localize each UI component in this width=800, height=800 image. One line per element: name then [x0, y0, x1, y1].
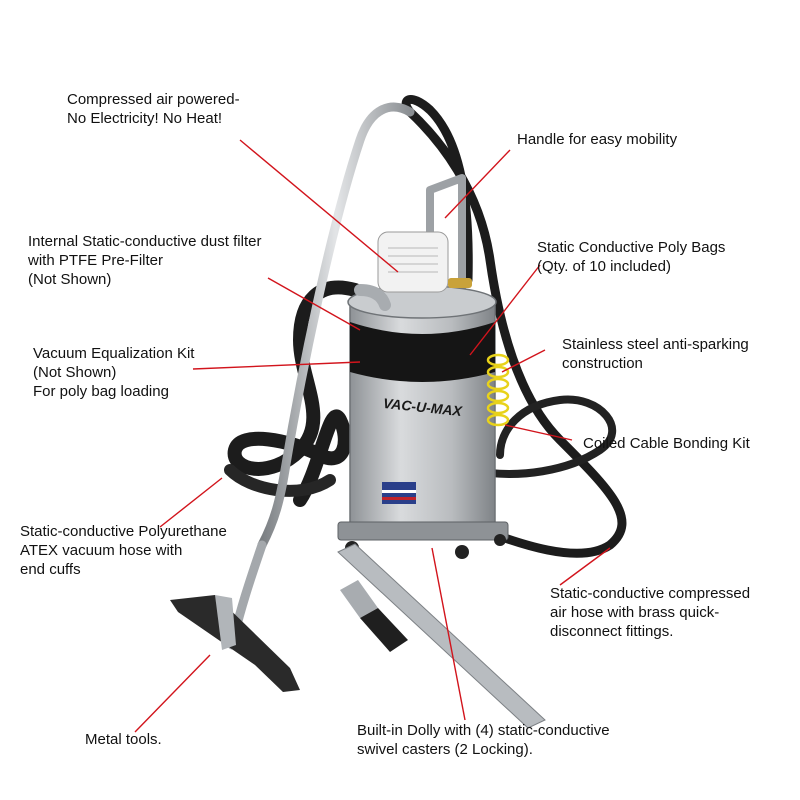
callout-line: Built-in Dolly with (4) static-conductiv…: [357, 722, 610, 739]
caster: [455, 545, 469, 559]
callout-line: Stainless steel anti-sparking: [562, 336, 749, 353]
callout-airhose: Static-conductive compressed air hose wi…: [550, 584, 750, 641]
callout-line: disconnect fittings.: [550, 623, 674, 640]
callout-line: No Electricity! No Heat!: [67, 110, 223, 127]
poly-bag-band: [350, 322, 495, 382]
callout-line: (Not Shown): [33, 364, 117, 381]
vacuum-hose: [227, 280, 362, 507]
callout-line: For poly bag loading: [33, 383, 169, 400]
callout-line: Coiled Cable Bonding Kit: [583, 435, 750, 452]
floor-tool: [170, 595, 300, 692]
callout-steel: Stainless steel anti-sparking constructi…: [562, 335, 749, 373]
callout-line: swivel casters (2 Locking).: [357, 741, 533, 758]
inlet-elbow: [354, 284, 391, 311]
filter-vents: [388, 247, 438, 273]
callout-line: Static Conductive Poly Bags: [537, 239, 726, 256]
callout-line: Internal Static-conductive dust filter: [28, 233, 262, 250]
callout-power: Compressed air powered- No Electricity! …: [67, 90, 240, 128]
callout-tools: Metal tools.: [85, 730, 162, 749]
callout-dolly: Built-in Dolly with (4) static-conductiv…: [357, 721, 610, 759]
flag-stripe: [382, 490, 416, 493]
vacuum-hose-loop: [224, 464, 336, 497]
callout-line: construction: [562, 355, 643, 372]
callout-line: with PTFE Pre-Filter: [28, 252, 164, 269]
callout-line: Vacuum Equalization Kit: [33, 345, 195, 362]
callout-line: ATEX vacuum hose with: [20, 542, 183, 559]
callout-line: Metal tools.: [85, 731, 162, 748]
leader-lines: [134, 139, 611, 733]
round-tool: [340, 580, 408, 652]
filter-housing: [377, 231, 449, 293]
caster: [494, 534, 506, 546]
callout-line: end cuffs: [20, 561, 81, 578]
callout-line: (Qty. of 10 included): [537, 258, 671, 275]
crevice-tool: [337, 543, 546, 729]
callout-equalization: Vacuum Equalization Kit (Not Shown) For …: [33, 344, 194, 401]
dolly-base: [337, 521, 509, 541]
callout-line: Static-conductive compressed: [550, 585, 751, 602]
callout-line: air hose with brass quick-: [550, 604, 720, 621]
callout-handle: Handle for easy mobility: [517, 130, 677, 149]
callout-line: Static-conductive Polyurethane: [20, 523, 227, 540]
callout-hose: Static-conductive Polyurethane ATEX vacu…: [20, 522, 227, 579]
flag-stripe: [382, 497, 416, 500]
air-hose: [401, 95, 627, 558]
callout-line: Handle for easy mobility: [517, 131, 678, 148]
callout-line: Compressed air powered-: [67, 91, 240, 108]
callout-filter: Internal Static-conductive dust filter w…: [28, 232, 261, 289]
air-hose-lower: [466, 395, 617, 478]
brass-fitting: [448, 278, 472, 288]
callout-bags: Static Conductive Poly Bags (Qty. of 10 …: [537, 238, 725, 276]
callout-line: (Not Shown): [28, 271, 112, 288]
coiled-cable: [486, 353, 510, 427]
callout-bonding: Coiled Cable Bonding Kit: [583, 434, 750, 453]
